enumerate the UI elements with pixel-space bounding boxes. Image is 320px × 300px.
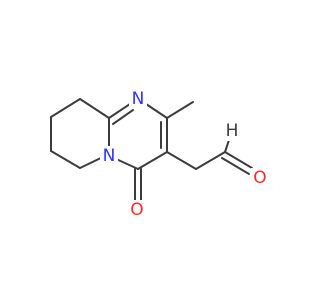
bond-aldehyde-double-1 [224, 151, 253, 169]
o-carbonyl-bg [128, 200, 146, 220]
bond-ring1-a [79, 98, 110, 119]
bond-ring1-d [50, 150, 81, 169]
n-bridge-bg [100, 146, 118, 166]
atom-o-carbonyl: O [130, 200, 143, 220]
bond-side-cho [195, 151, 226, 170]
n-ring-bg [129, 89, 147, 109]
molecule-canvas: N N O O H [50, 89, 269, 220]
bond-c-n-double-2 [112, 109, 134, 125]
bond-aldehyde-double-2 [221, 157, 250, 175]
atom-label-layer: N N O O H [100, 89, 269, 220]
h-aldehyde-bg [224, 121, 240, 141]
bond-layer [50, 98, 253, 201]
bond-side-ch2 [166, 151, 197, 170]
molecule-structure: N N O O H [50, 89, 269, 220]
bond-aldehyde-h [224, 139, 230, 153]
o-aldehyde-bg [251, 168, 269, 188]
bond-methyl [166, 101, 194, 119]
atom-n-ring: N [132, 89, 145, 109]
atom-h-aldehyde: H [226, 121, 239, 141]
bond-c-carbonyl [137, 151, 168, 170]
bond-ring1-b [50, 98, 81, 118]
atom-o-aldehyde: O [253, 168, 266, 188]
atom-n-bridge: N [103, 146, 116, 166]
bond-n-c-methyl [145, 103, 168, 119]
bond-c-n-double-1 [108, 103, 131, 119]
